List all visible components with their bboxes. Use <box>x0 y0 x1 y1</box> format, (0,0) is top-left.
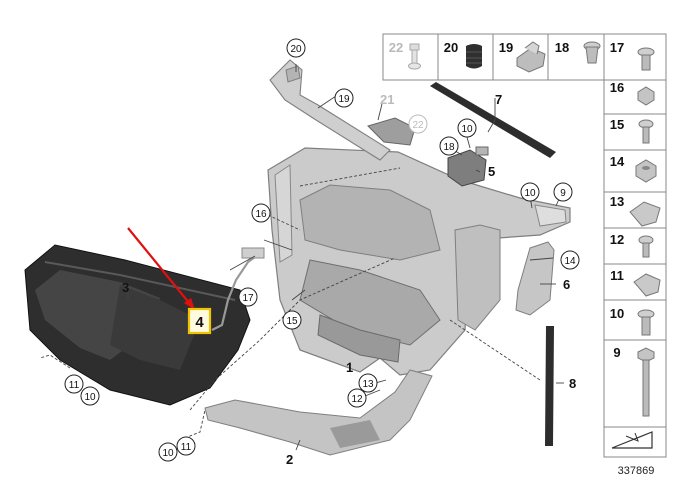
legend-side-17: 17 <box>610 40 624 55</box>
part-3-air-duct <box>24 244 251 406</box>
legend-clip-11-icon <box>633 273 661 297</box>
svg-text:10: 10 <box>524 188 536 199</box>
svg-text:19: 19 <box>338 94 350 105</box>
legend-part-20-icon <box>466 44 482 69</box>
part-1-front-carrier <box>267 147 571 376</box>
part-6-bracket <box>515 241 555 316</box>
svg-text:15: 15 <box>286 316 298 327</box>
callout-10-left: 10 <box>80 386 100 406</box>
legend-top-20: 20 <box>444 40 458 55</box>
svg-text:17: 17 <box>242 293 254 304</box>
callout-11-bottom: 11 <box>176 436 196 456</box>
svg-text:10: 10 <box>162 448 174 459</box>
legend-part-18-icon <box>583 41 601 64</box>
part-5-clip <box>447 146 489 187</box>
callout-19-top: 19 <box>334 88 354 108</box>
svg-text:11: 11 <box>181 442 192 453</box>
legend-side-11: 11 <box>610 268 624 283</box>
legend-clip-13-icon <box>629 201 661 227</box>
legend-screw-17-icon <box>637 47 655 71</box>
callout-18-mid: 18 <box>439 136 459 156</box>
svg-text:20: 20 <box>290 44 302 55</box>
callout-9-right: 9 <box>553 182 573 202</box>
legend-side-10: 10 <box>610 306 624 321</box>
callout-15: 15 <box>282 310 302 330</box>
part-4-cable <box>211 247 265 331</box>
callout-12: 12 <box>347 388 367 408</box>
legend-nut-16-icon <box>637 86 655 106</box>
callout-8: 8 <box>569 376 576 391</box>
callout-10-mid: 10 <box>457 118 477 138</box>
svg-text:22: 22 <box>412 120 424 131</box>
legend-screw-15-icon <box>638 119 654 144</box>
svg-text:4: 4 <box>195 314 204 331</box>
legend-top-22: 22 <box>389 40 403 55</box>
callout-17: 17 <box>238 287 258 307</box>
svg-text:10: 10 <box>461 124 473 135</box>
svg-text:18: 18 <box>443 142 455 153</box>
legend-side-9: 9 <box>613 345 620 360</box>
legend-part-19-icon <box>516 41 546 73</box>
callout-2: 2 <box>286 452 293 467</box>
callouts: 20 19 22 10 18 10 9 16 <box>64 38 580 467</box>
callout-6: 6 <box>563 277 570 292</box>
legend-bolt-9-icon <box>637 347 655 417</box>
legend-screw-12-icon <box>638 235 654 258</box>
callout-13: 13 <box>358 373 378 393</box>
callout-22-top: 22 <box>408 114 428 134</box>
part-2-lower-bracket <box>204 369 433 456</box>
part-21-bracket <box>367 117 416 146</box>
legend-side-16: 16 <box>610 80 624 95</box>
red-arrow-icon <box>127 227 195 310</box>
callout-20-top: 20 <box>286 38 306 58</box>
svg-text:12: 12 <box>351 394 363 405</box>
legend-top-frame <box>382 33 605 81</box>
legend-numbers: 22 20 19 18 17 16 15 14 13 12 11 10 9 33… <box>389 40 655 477</box>
callout-14: 14 <box>560 250 580 270</box>
callout-10-right: 10 <box>520 182 540 202</box>
svg-text:9: 9 <box>560 188 566 199</box>
legend-side-15: 15 <box>610 117 624 132</box>
legend-side-12: 12 <box>610 232 624 247</box>
svg-text:10: 10 <box>84 392 96 403</box>
highlighted-part-4-callout: 4 <box>187 307 212 335</box>
legend-side-frame <box>603 33 667 458</box>
legend-part-22-icon <box>408 43 421 70</box>
callout-11-left: 11 <box>64 374 84 394</box>
legend-top-18: 18 <box>555 40 569 55</box>
legend-screw-10-icon <box>637 309 655 336</box>
svg-text:16: 16 <box>255 209 267 220</box>
svg-text:11: 11 <box>69 380 80 391</box>
part-8-seal <box>545 326 554 446</box>
part-7-seal-strip <box>430 82 556 158</box>
document-number: 337869 <box>618 465 655 477</box>
svg-text:14: 14 <box>564 256 576 267</box>
legend-triangle-icon <box>611 431 653 449</box>
legend-side-13: 13 <box>610 194 624 209</box>
legend-top-19: 19 <box>499 40 513 55</box>
svg-text:13: 13 <box>362 379 374 390</box>
upper-strut <box>269 59 391 161</box>
callout-21-top: 21 <box>380 92 394 107</box>
callout-10-bottom: 10 <box>158 442 178 462</box>
legend-side-14: 14 <box>610 154 625 169</box>
callout-5: 5 <box>488 164 495 179</box>
callout-16: 16 <box>251 203 271 223</box>
callout-1: 1 <box>346 360 353 375</box>
callout-3: 3 <box>122 280 129 295</box>
legend-nut-14-icon <box>635 159 657 183</box>
callout-7: 7 <box>495 92 502 107</box>
